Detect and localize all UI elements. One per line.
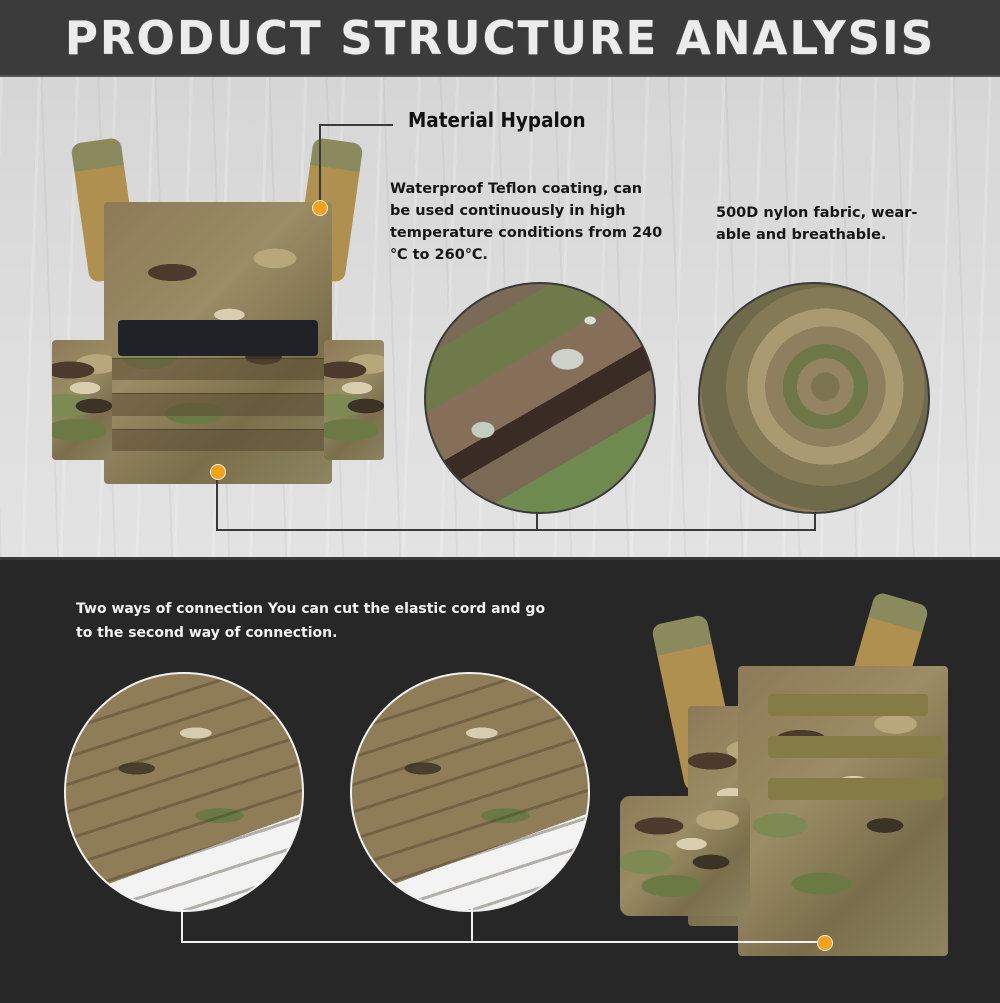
connection-marker-dot — [817, 935, 833, 951]
connector-line — [181, 941, 821, 943]
waterproof-fabric-image — [424, 282, 656, 514]
cummerbund-right — [324, 340, 384, 460]
product-image-angled — [618, 591, 958, 956]
connector-line — [216, 472, 218, 530]
connector-line — [181, 908, 183, 943]
connector-line — [814, 512, 816, 530]
connector-line — [471, 908, 473, 943]
velcro-strip — [768, 778, 944, 800]
nylon-fabric-image — [698, 282, 930, 514]
connector-line — [319, 124, 393, 126]
callout-title: Material Hypalon — [408, 108, 586, 132]
connector-line — [319, 124, 321, 208]
cummerbund-left — [52, 340, 112, 460]
molle-row — [111, 428, 325, 451]
product-image-front — [52, 137, 384, 492]
nylon-description: 500D nylon fabric, wear- able and breath… — [716, 205, 918, 243]
cord-detail-image-2 — [350, 672, 590, 912]
fabric-marker-dot — [210, 464, 226, 480]
header-banner: PRODUCT STRUCTURE ANALYSIS — [0, 0, 1000, 77]
page-title: PRODUCT STRUCTURE ANALYSIS — [64, 10, 936, 65]
hypalon-marker-dot — [312, 200, 328, 216]
cummerbund — [620, 796, 750, 916]
connector-line — [216, 529, 816, 531]
connector-line — [536, 512, 538, 530]
cord-detail-image-1 — [64, 672, 304, 912]
molle-row — [111, 358, 325, 381]
connection-description: Two ways of connection You can cut the e… — [76, 601, 546, 641]
molle-row — [111, 393, 325, 416]
teflon-description: Waterproof Teflon coating, can be used c… — [390, 181, 663, 263]
velcro-strip — [768, 736, 944, 758]
velcro-strip — [768, 694, 928, 716]
magazine-pouch — [118, 320, 318, 356]
